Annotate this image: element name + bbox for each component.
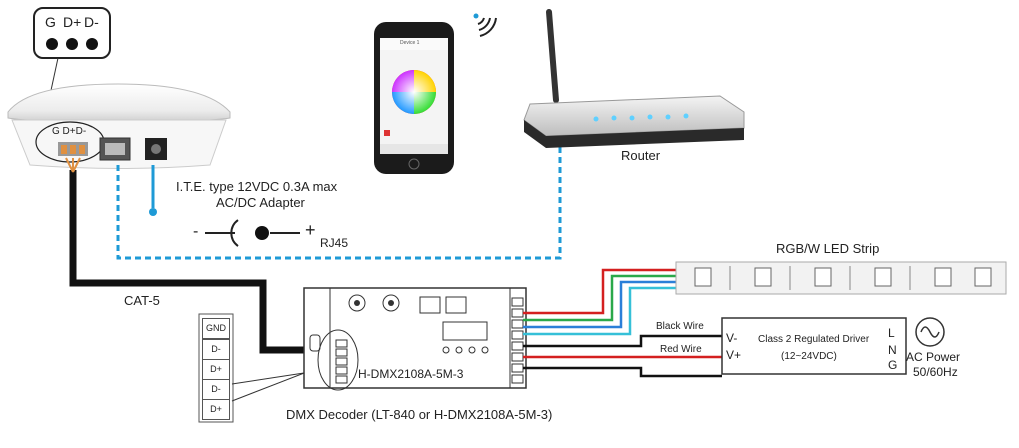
red-wire-label: Red Wire [660, 344, 702, 355]
phone-device-name: Device 1 [400, 40, 420, 46]
network-cable [116, 145, 562, 260]
driver-wires [523, 334, 722, 378]
led-strip-label: RGB/W LED Strip [776, 241, 880, 256]
wifi-signal-icon [473, 13, 497, 37]
cat5-label: CAT-5 [124, 293, 160, 308]
terminal-dminus-2: D- [202, 379, 230, 400]
ac-power-line2: 50/60Hz [913, 365, 958, 379]
callout-pin-dminus: D- [84, 14, 99, 30]
driver-title: Class 2 Regulated Driver [758, 334, 870, 345]
callout-pin-dplus: D+ [63, 14, 82, 30]
adapter-plus: + [305, 220, 316, 240]
driver-v-minus: V- [726, 331, 738, 345]
adapter-line2: AC/DC Adapter [216, 195, 305, 210]
terminal-dplus-2: D+ [202, 399, 230, 420]
ac-source-icon [915, 317, 945, 347]
callout-pin-g: G [45, 14, 56, 30]
adapter-plug-symbol [205, 219, 300, 247]
gateway-pin-label: G D+D- [52, 126, 87, 137]
led-driver [721, 317, 907, 375]
driver-g: G [888, 358, 898, 372]
cat5-cable [69, 170, 318, 354]
terminal-dplus-1: D+ [202, 359, 230, 380]
black-wire-label: Black Wire [656, 321, 704, 332]
decoder-caption: DMX Decoder (LT-840 or H-DMX2108A-5M-3) [286, 407, 553, 422]
adapter-minus: - [193, 223, 199, 240]
gateway-pin-callout [33, 7, 111, 59]
decoder-model: H-DMX2108A-5M-3 [358, 367, 464, 381]
terminal-dminus-1: D- [202, 339, 230, 360]
driver-v-plus: V+ [726, 348, 742, 362]
dmx-decoder [303, 287, 527, 391]
wifi-gateway [7, 83, 231, 169]
driver-range: (12~24VDC) [781, 351, 837, 362]
terminal-gnd: GND [202, 318, 230, 339]
driver-n: N [888, 343, 897, 357]
rj45-label: RJ45 [320, 236, 349, 250]
led-strip [675, 261, 1007, 295]
router-label: Router [621, 148, 661, 163]
driver-l: L [888, 326, 895, 340]
smartphone [374, 22, 454, 174]
ac-power-line1: AC Power [906, 350, 961, 364]
router [523, 9, 745, 148]
strip-wires [523, 268, 680, 336]
adapter-line1: I.T.E. type 12VDC 0.3A max [176, 179, 338, 194]
